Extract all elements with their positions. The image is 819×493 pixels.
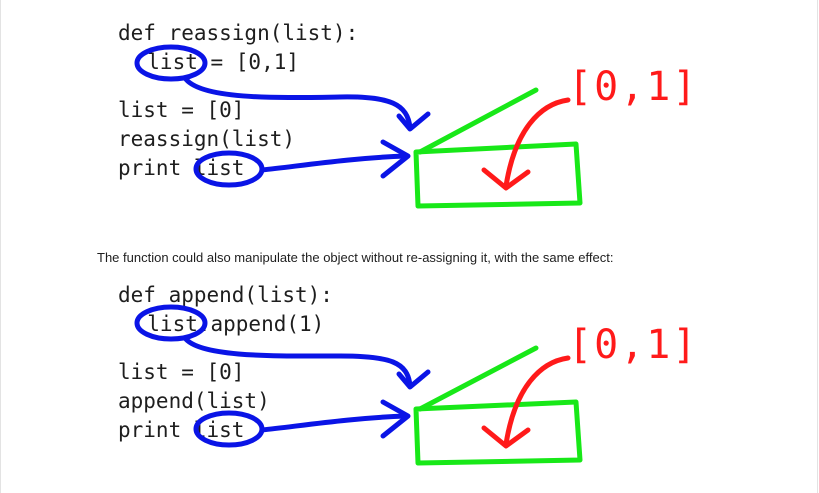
blue-arrow-print <box>259 413 409 433</box>
blue-arrow-param <box>182 335 413 389</box>
hand-drawn-annotations <box>134 44 583 209</box>
red-arrowhead <box>481 167 531 191</box>
red-arrowhead <box>481 425 531 449</box>
blue-arrowhead-print <box>380 399 411 439</box>
blue-circle-print <box>193 410 265 448</box>
green-box <box>413 399 583 466</box>
code-line-append: list.append(1) <box>122 312 325 336</box>
code-line-call: reassign(list) <box>118 127 296 151</box>
code-line-def: def reassign(list): <box>118 21 359 45</box>
code-line-assign: list = [0,1] <box>122 50 300 74</box>
figure-reassign: def reassign(list): list = [0,1] list = … <box>0 0 819 230</box>
blue-arrowhead-param <box>396 369 431 390</box>
hand-drawn-annotations <box>134 304 583 466</box>
code-line-init: list = [0] <box>118 98 245 122</box>
blue-arrowhead-param <box>396 111 431 132</box>
green-box <box>413 141 583 209</box>
code-line-init: list = [0] <box>118 360 245 384</box>
green-lid <box>417 345 539 412</box>
blue-arrowhead-print <box>380 139 411 179</box>
figure-append: def append(list): list.append(1) list = … <box>0 262 819 492</box>
green-lid <box>417 87 539 155</box>
handwritten-result: [0,1] <box>568 322 699 368</box>
left-frame-border <box>0 0 1 493</box>
red-arrow <box>503 97 571 189</box>
handwritten-result: [0,1] <box>568 64 699 110</box>
blue-circle-param <box>134 44 208 82</box>
code-line-call: append(list) <box>118 389 270 413</box>
red-arrow <box>503 355 571 447</box>
blue-circle-param <box>134 304 208 342</box>
right-frame-border <box>817 0 818 493</box>
caption-text: The function could also manipulate the o… <box>97 250 614 265</box>
code-line-def: def append(list): <box>118 283 333 307</box>
blue-arrow-print <box>259 153 409 173</box>
blue-circle-print <box>193 150 265 188</box>
blue-arrow-param <box>182 75 413 131</box>
